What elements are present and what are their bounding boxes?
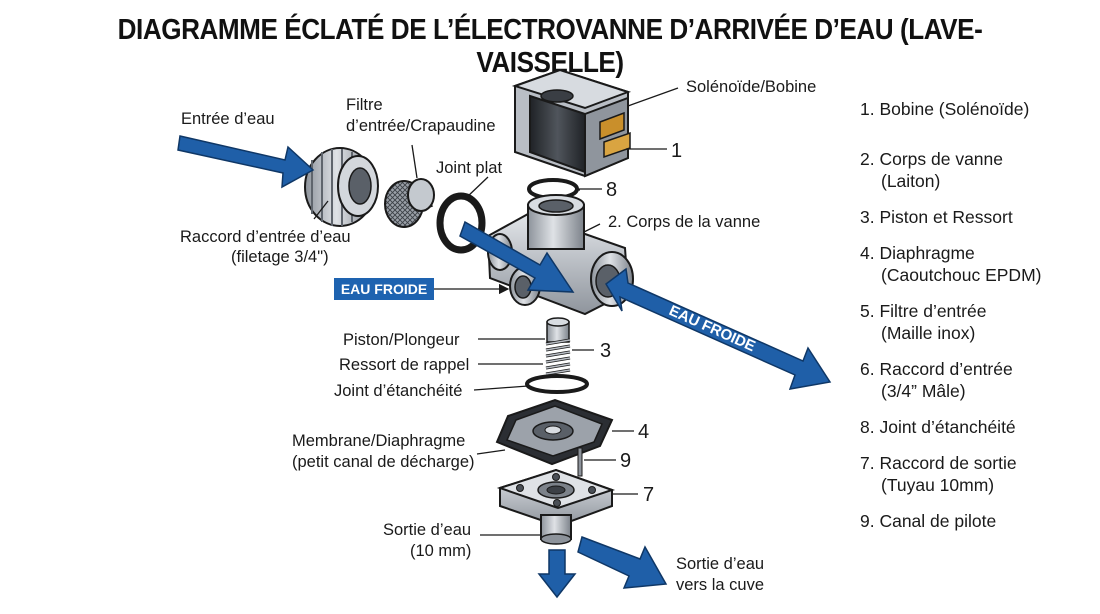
solenoid-coil [511, 68, 632, 178]
label-spring: Ressort de rappel [339, 356, 469, 374]
legend-item-line1: 6. Raccord d’entrée [860, 359, 1013, 379]
cold-water-badge-text: EAU FROIDE [341, 281, 427, 297]
label-outlet-tank-line1: Sortie d’eau [676, 555, 764, 573]
piston-spring [545, 317, 571, 376]
outlet-plate [496, 468, 616, 545]
inlet-fitting [304, 147, 379, 227]
legend-item: 3. Piston et Ressort [860, 206, 1095, 228]
flow-arrow-icon [459, 220, 575, 293]
legend-item: 5. Filtre d’entrée (Maille inox) [860, 300, 1095, 344]
label-water-inlet: Entrée d’eau [181, 110, 275, 128]
legend-item: 4. Diaphragme (Caoutchouc EPDM) [860, 242, 1095, 286]
outlet-tank-arrow-icon [577, 536, 668, 589]
outlet-down-arrow-icon [537, 549, 577, 599]
label-cold-water-arrow: EAU FROIDE [666, 302, 757, 355]
legend-item-line1: 8. Joint d’étanchéité [860, 417, 1016, 437]
callout-1: 1 [671, 140, 682, 162]
seal-ring [525, 374, 589, 394]
parts-legend: 1. Bobine (Solénoïde) 2. Corps de vanne … [860, 98, 1095, 546]
legend-item: 7. Raccord de sortie (Tuyau 10mm) [860, 452, 1095, 496]
legend-item: 6. Raccord d’entrée (3/4” Mâle) [860, 358, 1095, 402]
legend-item: 9. Canal de pilote [860, 510, 1095, 532]
label-flat-joint: Joint plat [436, 159, 502, 177]
label-filter-line2: d’entrée/Crapaudine [346, 117, 496, 135]
legend-item-line2: (3/4” Mâle) [881, 381, 966, 401]
page-title: DIAGRAMME ÉCLATÉ DE L’ÉLECTROVANNE D’ARR… [117, 14, 983, 79]
cold-water-arrow-icon [605, 267, 832, 390]
legend-item-line1: 1. Bobine (Solénoïde) [860, 99, 1030, 119]
pilot-pin [577, 447, 583, 477]
legend-item: 2. Corps de vanne (Laiton) [860, 148, 1095, 192]
flat-joint-ring [436, 192, 486, 254]
label-piston: Piston/Plongeur [343, 331, 460, 349]
label-solenoid: Solénoïde/Bobine [686, 78, 816, 96]
legend-item-line1: 2. Corps de vanne [860, 149, 1004, 169]
label-outlet-line2: (10 mm) [410, 542, 471, 560]
legend-item-line1: 3. Piston et Ressort [860, 207, 1013, 227]
legend-item-line2: (Tuyau 10mm) [881, 475, 995, 495]
label-seal: Joint d’étanchéité [334, 382, 462, 400]
cold-water-badge [334, 278, 434, 300]
legend-item-line1: 9. Canal de pilote [860, 511, 997, 531]
legend-item-line2: (Caoutchouc EPDM) [881, 265, 1042, 285]
label-valve-body: 2. Corps de la vanne [608, 213, 760, 231]
callout-9: 9 [620, 450, 631, 472]
label-inlet-fitting-line2: (filetage 3/4") [231, 248, 329, 266]
label-inlet-fitting-line1: Raccord d’entrée d’eau [180, 228, 351, 246]
diaphragm [495, 398, 614, 466]
legend-item: 8. Joint d’étanchéité [860, 416, 1095, 438]
label-outlet-line1: Sortie d’eau [383, 521, 471, 539]
label-membrane-line1: Membrane/Diaphragme [292, 432, 465, 450]
legend-item-line1: 7. Raccord de sortie [860, 453, 1017, 473]
legend-item-line1: 5. Filtre d’entrée [860, 301, 987, 321]
legend-item-line1: 4. Diaphragme [860, 243, 975, 263]
callout-7: 7 [643, 484, 654, 506]
label-filter-line1: Filtre [346, 96, 383, 114]
legend-item-line2: (Maille inox) [881, 323, 976, 343]
label-outlet-tank-line2: vers la cuve [676, 576, 764, 594]
callout-3: 3 [600, 340, 611, 362]
label-membrane-line2: (petit canal de décharge) [292, 453, 475, 471]
legend-item: 1. Bobine (Solénoïde) [860, 98, 1095, 120]
inlet-arrow-icon [177, 135, 315, 189]
callout-8: 8 [606, 179, 617, 201]
legend-item-line2: (Laiton) [881, 171, 941, 191]
inlet-filter [384, 178, 435, 228]
callout-4: 4 [638, 421, 649, 443]
